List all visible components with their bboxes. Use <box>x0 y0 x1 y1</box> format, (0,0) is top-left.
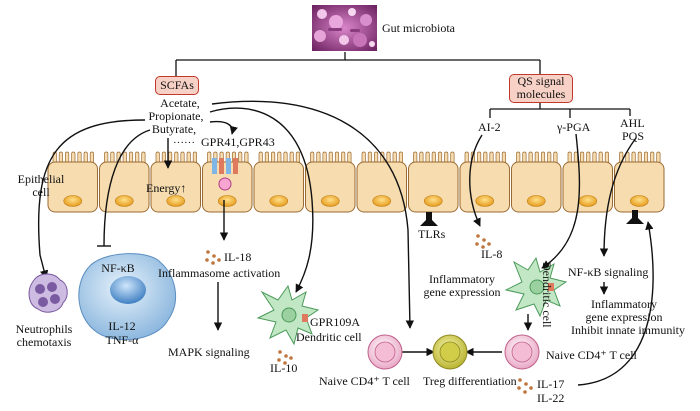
cell-nucleus <box>372 195 392 207</box>
source-connectors <box>175 52 631 118</box>
epithelial-cell-label: Epithelial cell <box>15 173 67 199</box>
cell-nucleus <box>63 195 83 207</box>
tlrs-label: TLRs <box>418 227 446 241</box>
dendritic-cell-left <box>256 284 320 346</box>
pathway-arrows <box>37 100 654 386</box>
inflammasome-label: Inflammasome activation <box>158 266 281 280</box>
pga-label: γ-PGA <box>557 120 591 134</box>
cell-nucleus <box>475 195 495 207</box>
epithelial-cell <box>305 151 356 213</box>
gpr41-gpr43-receptor <box>212 158 238 191</box>
gut-microbiota-image <box>312 5 377 51</box>
cell-body <box>614 161 665 213</box>
treg-cell <box>432 334 468 370</box>
il8-label: IL-8 <box>481 247 503 261</box>
gpr109a-label: GPR109A <box>310 315 361 329</box>
epithelial-line2: cell <box>32 185 50 199</box>
epithelial-cell <box>47 151 98 213</box>
il12-label: IL-12 <box>108 319 136 333</box>
cell-body <box>253 161 304 213</box>
inhibit-innate-immunity-label: Inhibit innate immunity <box>571 323 685 337</box>
inflammatory-gene-line1: Inflammatory <box>429 272 495 286</box>
inflammatory-gene-label: Inflammatory gene expression <box>413 273 511 299</box>
neutrophils-line2: chemotaxis <box>16 335 72 349</box>
scfa-dots: ······ <box>173 137 195 149</box>
energy-label: Energy↑ <box>146 181 187 195</box>
inflammatory-gene-right-label: Inflammatory gene expression <box>573 298 675 324</box>
naive-t-cell-right <box>504 334 540 370</box>
naive-t-cell-right-label: Naive CD4⁺ T cell <box>546 348 637 362</box>
neutrophils-line1: Neutrophils <box>15 322 73 336</box>
cell-nucleus <box>217 195 237 207</box>
epithelial-line1: Epithelial <box>17 172 65 186</box>
inflammatory-gene-right-line1: Inflammatory <box>591 297 657 311</box>
cell-body <box>47 161 98 213</box>
mapk-label: MAPK signaling <box>168 345 250 359</box>
cytokine-dots <box>205 234 533 394</box>
inflammatory-gene-line2: gene expression <box>423 285 501 299</box>
dendritic-cell-right <box>504 256 568 318</box>
qs-signal-line1: QS signal <box>517 74 565 88</box>
cell-nucleus <box>320 195 340 207</box>
epithelial-cell <box>356 151 407 213</box>
macrophage-cell <box>78 253 176 341</box>
cell-nucleus <box>269 195 289 207</box>
il17-label: IL-17 <box>537 377 565 391</box>
nfkb-signaling-label: NF-κB signaling <box>568 265 649 279</box>
scfa-acetate: Acetate, <box>160 96 200 110</box>
cell-nucleus <box>629 195 649 207</box>
cell-body <box>99 161 150 213</box>
ahl-label: AHL <box>620 116 645 130</box>
pqs-label: PQS <box>622 129 645 143</box>
epithelial-cell <box>562 151 613 213</box>
epithelial-cell <box>614 151 665 213</box>
cell-nucleus <box>423 195 443 207</box>
neutrophil-cell <box>28 273 68 313</box>
epithelial-cell <box>408 151 459 213</box>
epithelial-cell <box>253 151 304 213</box>
epithelial-cell <box>99 151 150 213</box>
gut-microbiota-label: Gut microbiota <box>382 21 455 35</box>
il10-label: IL-10 <box>270 361 298 375</box>
tlr-receptors <box>420 210 644 226</box>
cell-nucleus <box>114 195 134 207</box>
treg-label: Treg differentiation <box>423 374 517 388</box>
cell-nucleus <box>526 195 546 207</box>
il22-label: IL-22 <box>537 391 565 405</box>
cell-nucleus <box>578 195 598 207</box>
cell-body <box>305 161 356 213</box>
neutrophils-label: Neutrophils chemotaxis <box>6 323 82 349</box>
scfa-propionate: Propionate, <box>148 109 204 123</box>
epithelial-cell <box>459 151 510 213</box>
nfkb-label: NF-κB <box>101 261 135 275</box>
epithelial-layer <box>47 151 665 213</box>
inflammatory-gene-right-line2: gene expression <box>585 310 663 324</box>
epithelial-cell <box>150 151 201 213</box>
gpr41-gpr43-label: GPR41,GPR43 <box>201 135 275 149</box>
qs-signal-line2: molecules <box>516 87 566 101</box>
cell-body <box>511 161 562 213</box>
tnf-alpha-label: TNF-α <box>105 333 139 347</box>
ai2-label: AI-2 <box>478 120 501 134</box>
dendritic-cell-right-label: Dendritic cell <box>540 262 554 328</box>
cell-body <box>408 161 459 213</box>
cell-body <box>459 161 510 213</box>
cell-body <box>150 161 201 213</box>
scfas-box: SCFAs <box>155 76 199 95</box>
cell-nucleus <box>166 195 186 207</box>
naive-t-cell-left <box>367 334 403 370</box>
scfa-butyrate: Butyrate, <box>151 122 197 136</box>
epithelial-cell <box>511 151 562 213</box>
qs-signal-box: QS signal molecules <box>509 74 573 103</box>
naive-t-cell-left-label: Naive CD4⁺ T cell <box>319 374 410 388</box>
dendritic-cell-left-label: Dendritic cell <box>296 330 362 344</box>
il18-label: IL-18 <box>224 250 252 264</box>
